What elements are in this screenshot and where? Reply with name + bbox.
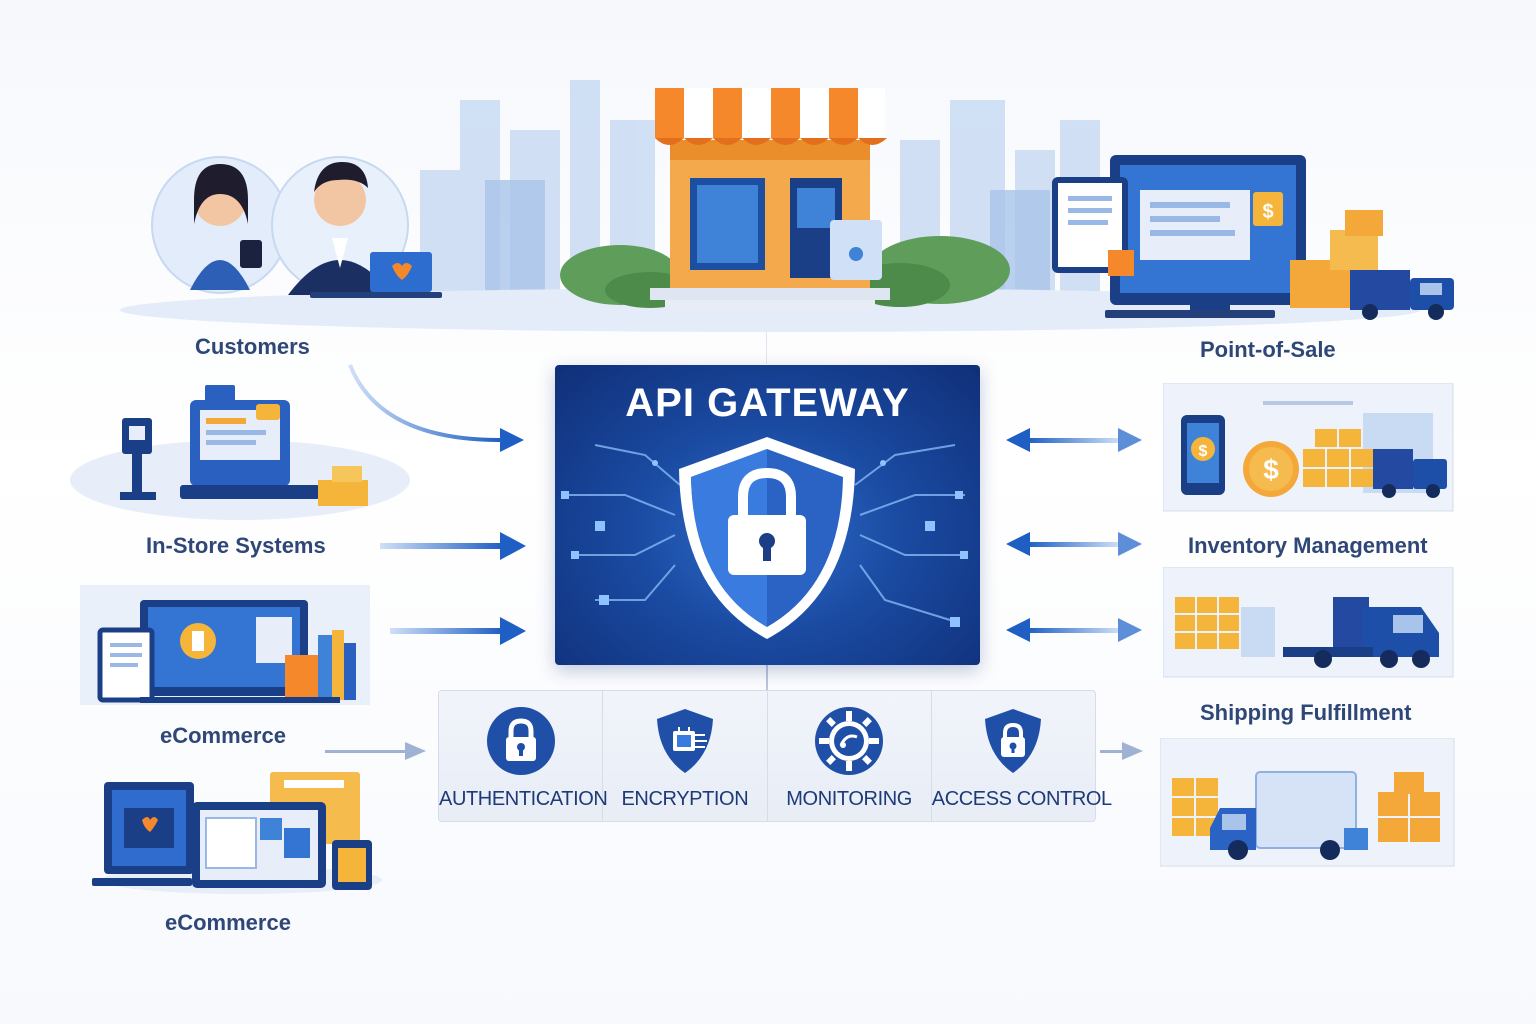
delivery-van-icon [1160,738,1455,867]
top-scene: $ [120,80,1454,332]
target-label-inventory: Inventory Management [1188,533,1428,558]
feature-label-authentication: AUTHENTICATION [439,788,608,810]
arrow-point-of-sale [1006,428,1142,452]
source-label-ecommerce-2: eCommerce [165,910,291,935]
customers-icon [151,156,442,298]
cash-register-icon [70,385,410,520]
warehouse-truck-icon [1163,567,1454,678]
api-gateway-panel: API GATEWAY [555,365,980,665]
arrow-inventory [1006,532,1142,556]
svg-text:$: $ [1263,454,1279,485]
svg-text:$: $ [1262,201,1273,223]
feature-authentication: AUTHENTICATION [439,691,608,821]
arrow-ecommerce-2 [325,742,426,760]
arrow-in-store [380,532,526,560]
arrow-customers [348,364,524,452]
circuit-shield-icon [561,437,968,639]
feature-label-access-control: ACCESS CONTROL [931,788,1112,810]
arrow-ecommerce-1 [390,617,526,645]
desktop-store-icon [80,585,370,705]
feature-monitoring: MONITORING [768,691,932,821]
pos-terminal-icon: $ [1052,155,1454,320]
source-label-customers: Customers [195,334,310,359]
feature-access-control: ACCESS CONTROL [931,691,1112,821]
feature-label-monitoring: MONITORING [786,788,912,810]
svg-text:$: $ [1199,443,1208,460]
target-label-point-of-sale: Point-of-Sale [1200,337,1336,362]
payment-inventory-icon: $ $ [1163,383,1454,512]
shield-lock-icon [985,709,1042,773]
padlock-icon [486,707,555,775]
arrow-features-out [1100,742,1143,760]
feature-label-encryption: ENCRYPTION [621,788,749,810]
source-label-ecommerce-1: eCommerce [160,723,286,748]
security-features-bar: AUTHENTICATION ENCRYPTION [438,690,1112,822]
gateway-title: API GATEWAY [625,381,910,425]
gear-icon [815,707,884,775]
feature-encryption: ENCRYPTION [603,691,768,821]
storefront-icon [650,88,890,310]
arrow-shipping [1006,618,1142,642]
shield-chip-icon [656,709,713,773]
target-label-shipping: Shipping Fulfillment [1200,700,1412,725]
laptop-tablet-icon [92,772,382,894]
source-label-in-store: In-Store Systems [146,533,326,558]
